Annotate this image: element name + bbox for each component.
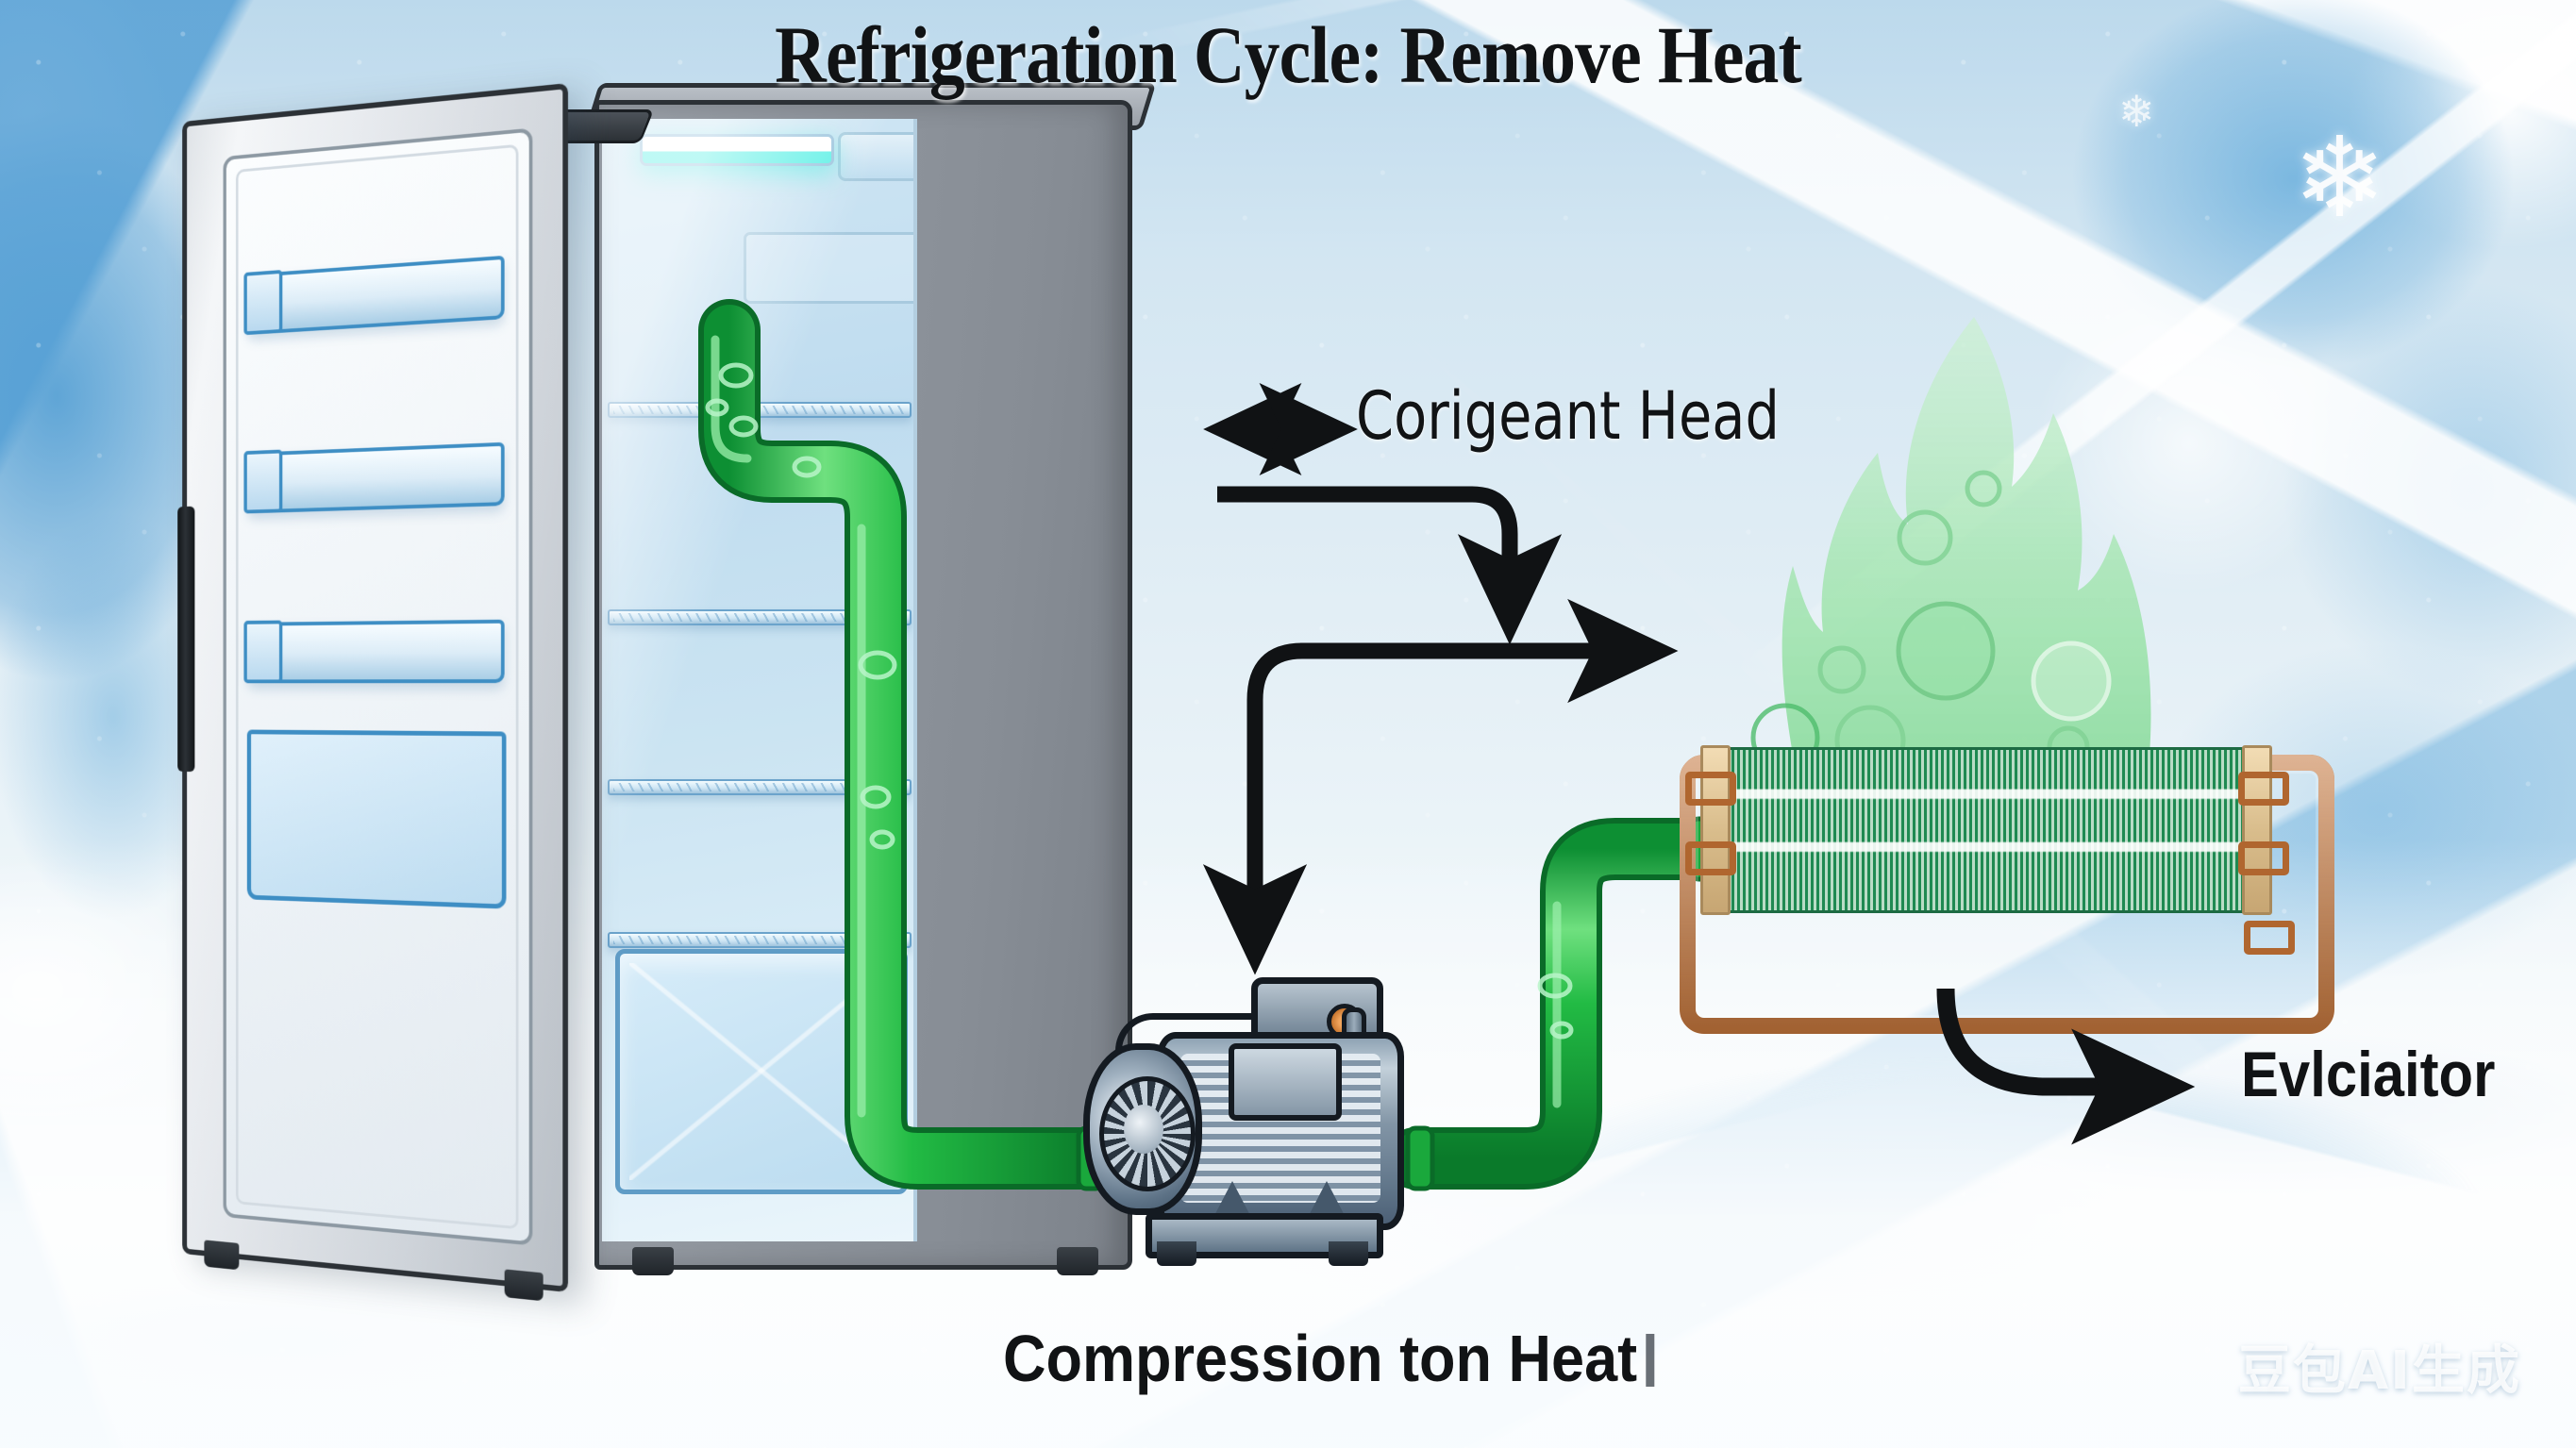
- compressor-fan-hub: [1124, 1105, 1163, 1154]
- refrigerator: [132, 83, 1157, 1309]
- coil-end-plate: [2242, 745, 2272, 915]
- door-bin: [246, 729, 507, 909]
- interior-shelf: [608, 609, 912, 625]
- label-evaporator: Evlciaitor: [2241, 1039, 2496, 1110]
- label-compression-text: Compression ton Heat: [1003, 1322, 1638, 1395]
- condenser-coil: [1680, 745, 2334, 1034]
- interior-shelf: [608, 779, 912, 795]
- compressor-foot: [1157, 1241, 1196, 1266]
- compressor-fan-housing: [1083, 1043, 1202, 1215]
- coil-end-plate: [1700, 745, 1731, 915]
- interior-control-panel: [744, 232, 913, 304]
- label-artifact-bar: [1646, 1334, 1655, 1387]
- refrigerator-foot: [1057, 1247, 1098, 1275]
- snowflake-small-icon: ❄: [2118, 87, 2155, 136]
- refrigerator-foot: [632, 1247, 674, 1275]
- watermark: 豆包AI生成: [2237, 1340, 2521, 1402]
- interior-lamp-icon: [640, 134, 834, 166]
- door-shelf: [243, 441, 505, 514]
- compressor-junction-plate: [1229, 1043, 1342, 1121]
- door-inner-panel: [223, 127, 533, 1246]
- coil-fins: [1723, 747, 2265, 913]
- coil-clip: [2238, 841, 2289, 875]
- coil-clip: [1685, 841, 1736, 875]
- compressor-foot: [1329, 1241, 1368, 1266]
- coil-clip: [2244, 921, 2295, 955]
- coil-clip: [2238, 772, 2289, 806]
- crisper-drawer: [615, 949, 908, 1194]
- interior-vent: [838, 132, 913, 181]
- label-compression-heat: Compression ton Heat: [1003, 1321, 1655, 1396]
- door-foot: [504, 1269, 544, 1302]
- refrigerator-door[interactable]: [177, 83, 568, 1302]
- interior-shelf: [608, 932, 912, 948]
- page-title: Refrigeration Cycle: Remove Heat: [775, 9, 1802, 100]
- coil-clip: [1685, 772, 1736, 806]
- door-handle[interactable]: [177, 506, 195, 773]
- compressor: [1066, 972, 1463, 1311]
- label-refrigerant-head: Corigeant Head: [1356, 377, 1780, 455]
- door-shelf: [243, 255, 505, 336]
- door-foot: [204, 1240, 240, 1271]
- door-shelf: [243, 619, 505, 684]
- snowflake-icon: ❄: [2293, 116, 2386, 241]
- refrigerator-interior: [602, 119, 917, 1241]
- interior-shelf: [608, 402, 912, 418]
